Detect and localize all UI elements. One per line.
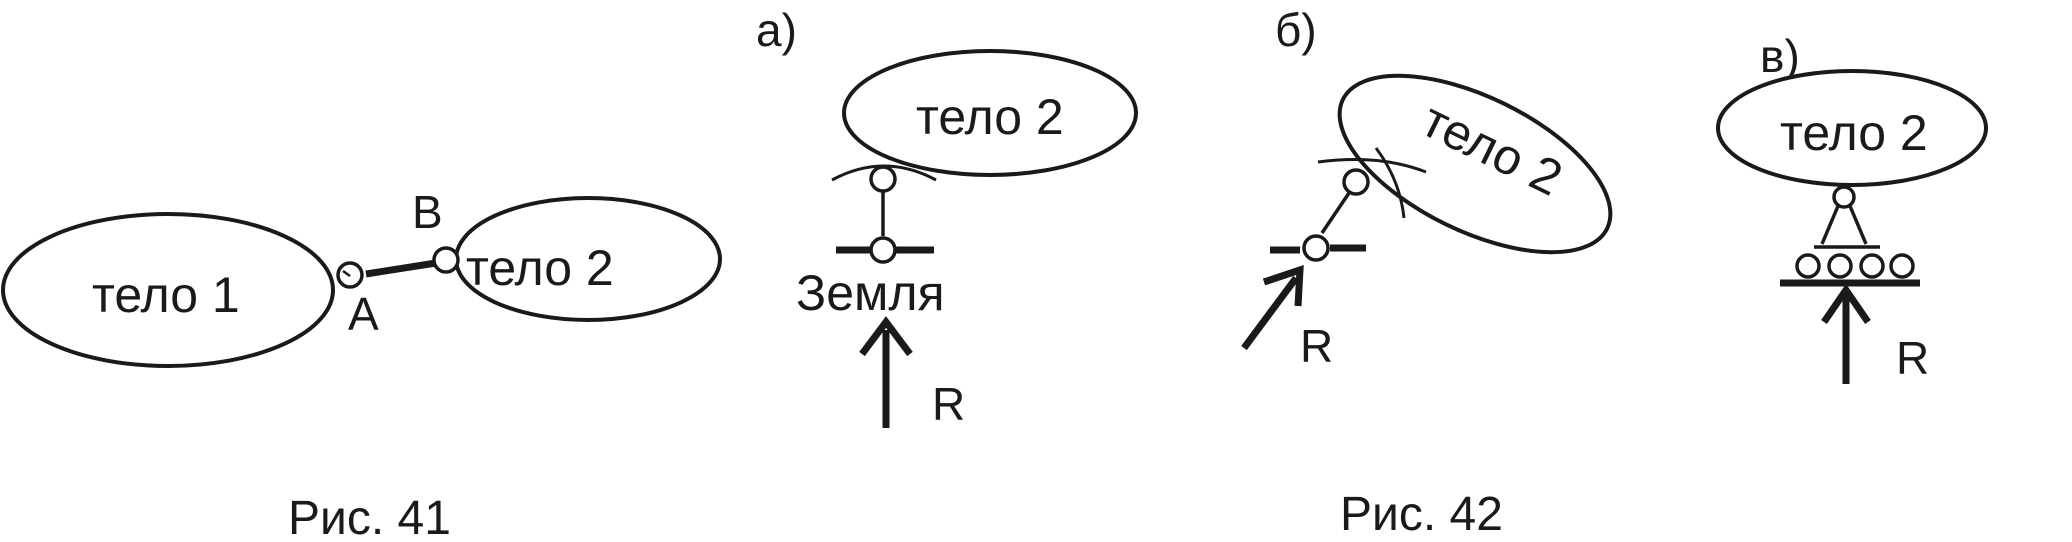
body-2-ellipse — [1337, 73, 1613, 255]
lower-hinge — [1302, 234, 1330, 262]
support-leg-left — [1820, 205, 1840, 245]
hinge-a-mark — [342, 269, 351, 278]
force-label: R — [1896, 332, 1929, 384]
support-rod — [1320, 192, 1351, 234]
roller-4 — [1889, 253, 1915, 279]
roller-3 — [1859, 253, 1885, 279]
arrowhead — [1262, 265, 1304, 307]
roller-2 — [1827, 253, 1853, 279]
subfigure-b-label: б) — [1275, 4, 1317, 56]
subfigure-a-label: а) — [756, 4, 797, 56]
body-2-ellipse — [1716, 69, 1988, 187]
figure-42-a: а) тело 2 Земля R — [756, 4, 1138, 430]
body-2-label: тело 2 — [1780, 105, 1928, 161]
reaction-force-arrow — [1241, 275, 1299, 351]
support-leg-right — [1848, 205, 1868, 245]
figure-41-caption: Рис. 41 — [288, 492, 451, 542]
figure-42-c: в) тело 2 R — [1716, 30, 1988, 384]
upper-hinge — [869, 165, 897, 193]
subfigure-c-label: в) — [1760, 30, 1800, 82]
arrowhead — [859, 316, 913, 357]
body-2-ellipse — [842, 49, 1138, 177]
figure-42-caption: Рис. 42 — [1340, 488, 1503, 541]
point-a-label: A — [348, 288, 379, 340]
force-label: R — [1300, 320, 1333, 372]
body-1-label: тело 1 — [92, 267, 240, 323]
force-label: R — [932, 378, 965, 430]
lower-hinge — [869, 236, 897, 264]
body-1-ellipse — [1, 212, 335, 368]
upper-hinge — [1832, 185, 1856, 209]
link-bar-ab — [365, 259, 437, 278]
point-b-label: B — [412, 186, 443, 238]
contact-surface-arc-right — [1374, 147, 1406, 219]
arrowhead — [1821, 283, 1871, 324]
body-2-label: тело 2 — [466, 240, 614, 296]
figure-42-b: б) тело 2 R Рис. 42 — [1241, 4, 1613, 541]
ground-label: Земля — [796, 265, 945, 321]
roller-1 — [1795, 253, 1821, 279]
upper-hinge — [1342, 168, 1370, 196]
hinge-b — [432, 246, 460, 274]
contact-surface-arc-left — [1317, 158, 1427, 174]
body-2-label: тело 2 — [916, 89, 1064, 145]
figure-41: тело 1 тело 2 A B Рис. 41 — [1, 186, 722, 542]
